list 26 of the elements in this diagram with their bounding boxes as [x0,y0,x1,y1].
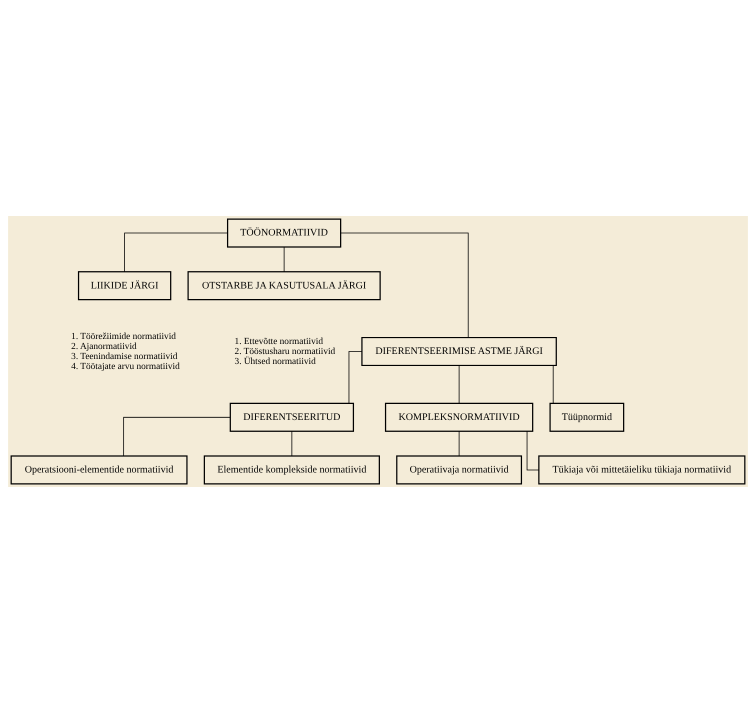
node-label: 2. Ajanormatiivid [71,341,137,352]
node-label: 3. Teenindamise normatiivid [71,351,178,362]
node-box: KOMPLEKSNORMATIIVID [384,402,534,432]
node-box: Elementide komplekside normatiivid [204,454,380,484]
connector [291,430,292,456]
node-box: Tükiaja või mittetäieliku tükiaja normatiivid [538,454,746,484]
node-box: Operatsiooni-elementide normatiivid [10,454,188,484]
node-box: DIFERENTSEERIMISE ASTME JÄRGI [361,336,557,366]
connector [340,232,469,338]
node-label: 1. Ettevõtte normatiivid [234,336,323,346]
node-box: LIIKIDE JÄRGI [78,270,172,300]
connector [552,364,554,404]
node-box: Tüüpnormid [549,402,624,432]
node-label: 2. Tööstusharu normatiivid [234,346,336,356]
node-box: DIFERENTSEERITUD [230,402,354,432]
node-box: TÖÖNORMATIIVID [226,218,342,248]
connector [123,416,231,456]
node-box: Operatiivaja normatiivid [396,454,522,484]
connector [458,430,460,456]
connector [348,350,362,404]
node-label: 3. Ühtsed normatiivid [234,356,316,366]
connector [458,364,460,404]
connector [124,232,228,272]
node-box: OTSTARBE JA KASUTUSALA JÄRGI [187,270,381,300]
node-label: 4. Töötajate arvu normatiivid [71,362,180,372]
node-label: 1. Töörežiimide normatiivid [71,331,176,342]
